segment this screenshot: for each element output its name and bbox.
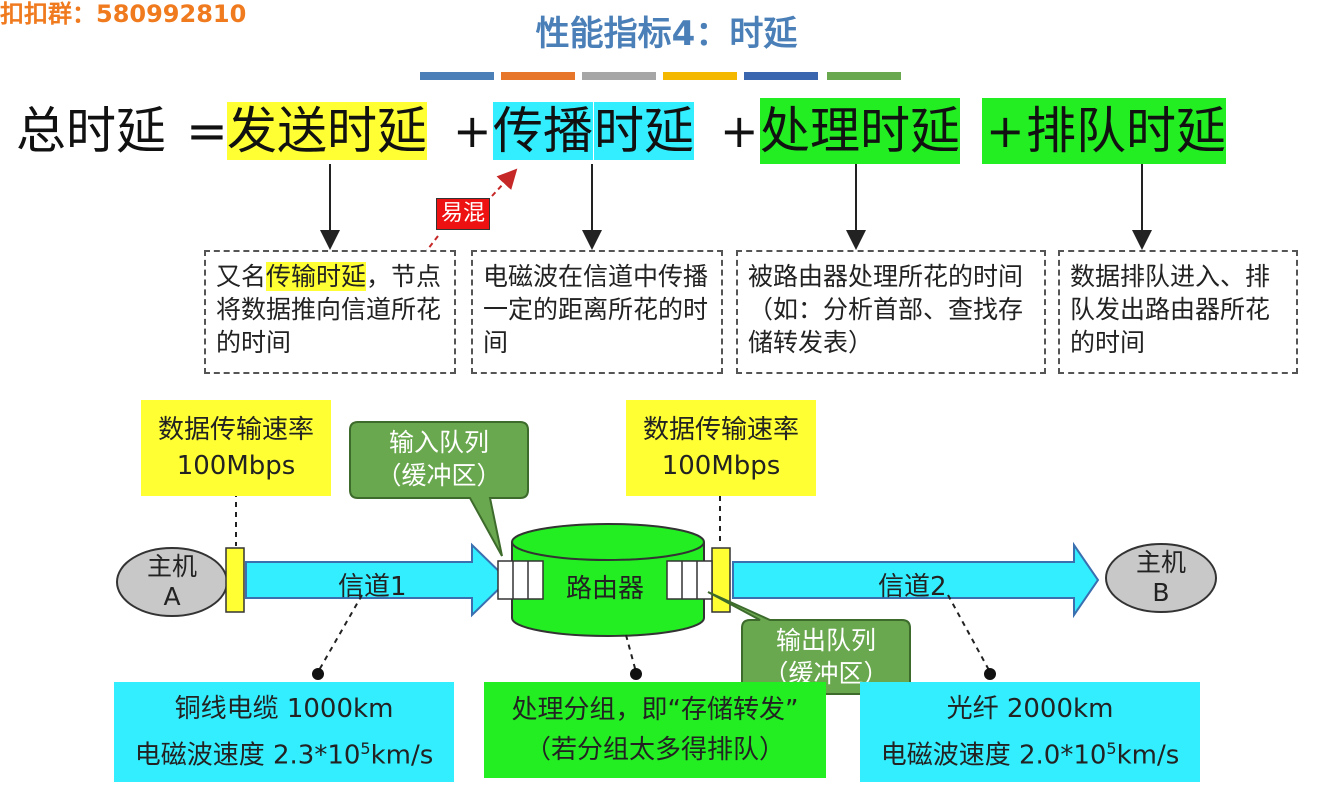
input-queue-line2: （缓冲区）	[376, 461, 502, 490]
color-bar-4	[663, 72, 737, 80]
formula-plus-1: +	[453, 104, 492, 158]
input-queue-line1: 输入队列	[388, 428, 489, 457]
rate-box-right-line2: 100Mbps	[661, 451, 781, 481]
fiber-box: 光纤 2000km 电磁波速度 2.0*105km/s	[860, 682, 1200, 782]
fiber-line1: 光纤 2000km	[946, 693, 1114, 724]
desc-transmission-pre: 又名	[216, 262, 267, 291]
host-a: 主机 A	[117, 552, 227, 612]
term-queuing-b: 时延	[1126, 102, 1226, 160]
desc-transmission-alias: 传输时延	[266, 262, 367, 291]
input-queue-callout: 输入队列 （缓冲区）	[350, 426, 528, 492]
host-a-line1: 主机	[146, 552, 197, 581]
formula-equals: =	[186, 102, 228, 160]
copper-line1: 铜线电缆 1000km	[174, 693, 394, 724]
output-queue-line1: 输出队列	[775, 626, 876, 655]
desc-queuing-delay: 数据排队进入、排队发出路由器所花的时间	[1058, 250, 1298, 374]
host-b-line1: 主机	[1135, 548, 1186, 577]
desc-propagation-delay: 电磁波在信道中传播一定的距离所花的时间	[471, 250, 723, 374]
desc-transmission-post: ，	[366, 262, 392, 291]
router-label: 路由器	[566, 574, 645, 604]
router-cylinder-top	[511, 523, 705, 561]
fiber-line2: 电磁波速度 2.0*105km/s	[880, 738, 1180, 771]
confuse-arrow-up	[491, 168, 518, 197]
channel-1-arrow	[245, 542, 510, 618]
formula-plus-3: +	[982, 98, 1029, 164]
interface-host-a	[225, 547, 245, 613]
channel-2-arrow	[732, 541, 1100, 619]
rate-box-right-line1: 数据传输速率	[642, 415, 799, 445]
router-cylinder	[511, 542, 705, 637]
color-bar-2	[501, 72, 575, 80]
formula-transmission-delay: 发送时延	[227, 98, 427, 164]
term-transmission-b: 时延	[327, 102, 427, 160]
input-queue	[497, 560, 544, 600]
rate-box-right: 数据传输速率 100Mbps	[626, 400, 816, 496]
desc-processing-delay: 被路由器处理所花的时间（如：分析首部、查找存储转发表）	[736, 250, 1046, 374]
formula-plus-2: +	[720, 104, 759, 158]
desc-transmission-delay: 又名传输时延，节点将数据推向信道所花的时间	[204, 250, 456, 374]
network-diagram	[116, 421, 1217, 695]
color-bar-6	[827, 72, 901, 80]
channel-1-label: 信道1	[338, 572, 407, 602]
output-queue-callout: 输出队列 （缓冲区）	[742, 624, 910, 690]
term-propagation-b: 时延	[593, 102, 694, 160]
host-b: 主机 B	[1106, 548, 1216, 608]
formula-propagation-delay: 传播时延	[493, 98, 694, 164]
rate-box-left-line2: 100Mbps	[176, 451, 296, 481]
page-title: 性能指标4：时延	[535, 14, 798, 54]
input-callout-bubble	[349, 421, 529, 557]
processing-line1: 处理分组，即“存储转发”	[511, 695, 799, 725]
color-bar-3	[582, 72, 656, 80]
host-a-line2: A	[163, 582, 181, 611]
rate-box-left-line1: 数据传输速率	[157, 415, 314, 445]
term-processing-a: 处理	[760, 102, 860, 160]
copper-line2: 电磁波速度 2.3*105km/s	[134, 738, 434, 771]
formula-queuing-delay: 排队时延	[1026, 98, 1226, 164]
host-b-line2: B	[1152, 578, 1170, 607]
channel-2-label: 信道2	[878, 572, 947, 602]
rate-box-left: 数据传输速率 100Mbps	[141, 400, 331, 496]
processing-box: 处理分组，即“存储转发” （若分组太多得排队）	[484, 682, 826, 778]
watermark: 扣扣群：580992810	[0, 0, 247, 28]
term-propagation-a: 传播	[493, 102, 593, 160]
formula-total: 总时延	[16, 102, 166, 160]
desc-transmission-rest: 节点将数据推向信道所花的时间	[216, 262, 442, 357]
color-bar-1	[420, 72, 494, 80]
host-b-shape	[1105, 543, 1217, 613]
term-queuing-a: 排队	[1026, 102, 1126, 160]
copper-cable-box: 铜线电缆 1000km 电磁波速度 2.3*105km/s	[114, 682, 454, 782]
formula-processing-delay: 处理时延	[760, 98, 960, 164]
output-queue	[666, 560, 713, 600]
term-processing-b: 时延	[860, 102, 960, 160]
confuse-tag: 易混	[436, 198, 491, 230]
processing-line2: （若分组太多得排队）	[524, 735, 785, 765]
color-bar-5	[744, 72, 818, 80]
term-transmission-a: 发送	[227, 102, 327, 160]
